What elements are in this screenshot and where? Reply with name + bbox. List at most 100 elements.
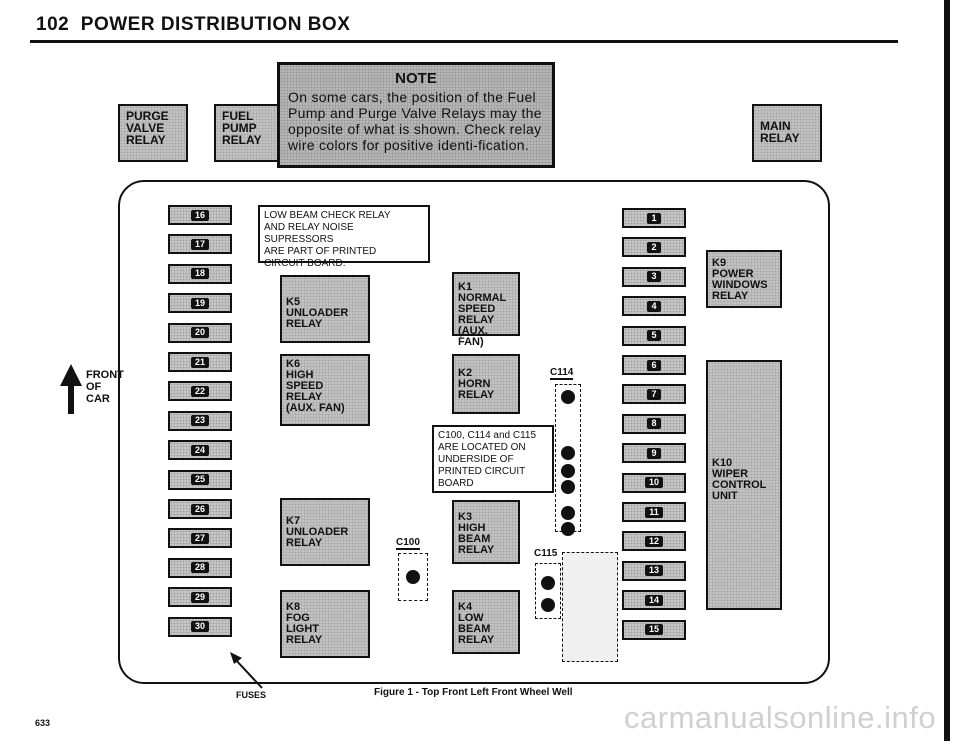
fuse-number: 25 <box>190 474 209 486</box>
figure-caption: Figure 1 - Top Front Left Front Wheel We… <box>374 687 573 698</box>
fuse-number: 29 <box>190 591 209 603</box>
right-fuse: 8 <box>622 413 686 434</box>
fuse-number: 20 <box>190 327 209 339</box>
relay-k4-label: K4 LOW BEAM RELAY <box>458 601 495 646</box>
low-beam-note: LOW BEAM CHECK RELAY AND RELAY NOISE SUP… <box>258 205 430 269</box>
page-number: 102 <box>36 14 70 35</box>
right-fuse: 6 <box>622 355 686 375</box>
relay-k9-label: K9 POWER WINDOWS RELAY <box>712 257 768 302</box>
left-fuse: 27 <box>168 528 232 549</box>
left-fuse: 30 <box>168 616 232 637</box>
c100-label: C100 <box>396 537 420 550</box>
fuse-number: 8 <box>647 418 661 430</box>
page-title: POWER DISTRIBUTION BOX <box>80 14 351 35</box>
fuse-number: 11 <box>645 506 663 518</box>
c114-pin-5 <box>561 506 575 520</box>
front-of-car-arrow-icon <box>60 364 82 414</box>
relay-k5-label: K5 UNLOADER RELAY <box>286 296 349 330</box>
fuse-number: 6 <box>647 359 661 371</box>
right-fuse: 3 <box>622 266 686 287</box>
left-fuse: 28 <box>168 557 232 578</box>
fuses-label: FUSES <box>236 690 267 700</box>
c114-pin-3 <box>561 464 575 478</box>
fuse-number: 24 <box>190 444 209 456</box>
fuel-pump-relay: FUEL PUMP RELAY <box>214 104 284 162</box>
relay-k1: K1 NORMAL SPEED RELAY (AUX. FAN) <box>452 272 520 348</box>
watermark: carmanualsonline.info <box>624 700 937 735</box>
c114-label: C114 <box>550 367 574 380</box>
fuse-number: 27 <box>190 532 209 544</box>
fuse-number: 2 <box>647 241 661 253</box>
c100-pin <box>406 570 420 584</box>
note-title: NOTE <box>395 70 437 87</box>
right-fuse: 11 <box>622 502 686 522</box>
fuse-number: 22 <box>190 385 209 397</box>
page-footer-number: 633 <box>35 718 51 728</box>
relay-k1-label: K1 NORMAL SPEED RELAY (AUX. FAN) <box>458 281 507 348</box>
relay-k9: K9 POWER WINDOWS RELAY <box>706 250 782 308</box>
relay-k7: K7 UNLOADER RELAY <box>280 498 370 566</box>
right-fuse: 14 <box>622 590 686 611</box>
relay-k5: K5 UNLOADER RELAY <box>280 275 370 343</box>
left-fuse: 26 <box>168 499 232 519</box>
fuel-pump-relay-label: FUEL PUMP RELAY <box>222 109 262 147</box>
fuse-number: 26 <box>190 503 209 515</box>
connector-note: C100, C114 and C115 ARE LOCATED ON UNDER… <box>432 425 554 493</box>
left-fuse: 22 <box>168 381 232 402</box>
page-edge-bar <box>944 0 950 741</box>
right-fuse: 15 <box>622 619 686 640</box>
fuse-number: 15 <box>644 624 663 636</box>
c115-housing <box>562 552 618 662</box>
left-fuse: 16 <box>168 205 232 225</box>
right-fuse: 10 <box>622 472 686 493</box>
left-fuse: 19 <box>168 293 232 314</box>
c115-connector <box>535 563 561 619</box>
right-fuse: 4 <box>622 296 686 317</box>
main-relay: MAIN RELAY <box>752 104 822 162</box>
power-distribution-box-outline <box>118 180 830 684</box>
relay-k6-label: K6 HIGH SPEED RELAY (AUX. FAN) <box>286 358 345 414</box>
left-fuse: 23 <box>168 410 232 431</box>
purge-valve-relay-label: PURGE VALVE RELAY <box>126 109 169 147</box>
relay-k4: K4 LOW BEAM RELAY <box>452 590 520 654</box>
note-box: NOTE On some cars, the position of the F… <box>277 62 555 168</box>
relay-k7-label: K7 UNLOADER RELAY <box>286 515 349 549</box>
c114-pin-4 <box>561 480 575 494</box>
left-fuse: 20 <box>168 322 232 343</box>
fuses-pointer-arrow-icon <box>230 652 263 689</box>
fuse-number: 28 <box>190 562 209 574</box>
relay-k8: K8 FOG LIGHT RELAY <box>280 590 370 658</box>
right-fuse: 13 <box>622 560 686 581</box>
relay-k6: K6 HIGH SPEED RELAY (AUX. FAN) <box>280 354 370 426</box>
left-fuse: 17 <box>168 234 232 255</box>
fuse-number: 17 <box>190 238 209 250</box>
right-fuse: 12 <box>622 531 686 552</box>
left-fuse: 18 <box>168 263 232 284</box>
fuse-number: 18 <box>190 268 209 280</box>
c115-pin-2 <box>541 598 555 612</box>
front-of-car-label: FRONT OF CAR <box>86 369 124 405</box>
left-fuse: 29 <box>168 587 232 608</box>
c115-pin-1 <box>541 576 555 590</box>
relay-k2-label: K2 HORN RELAY <box>458 367 495 401</box>
fuse-number: 7 <box>647 388 661 400</box>
right-fuse: 1 <box>622 208 686 228</box>
right-fuse: 2 <box>622 237 686 258</box>
relay-k10: K10 WIPER CONTROL UNIT <box>706 360 782 610</box>
fuse-number: 1 <box>647 212 661 224</box>
note-body: On some cars, the position of the Fuel P… <box>288 89 542 153</box>
c114-pin-6 <box>561 522 575 536</box>
fuse-number: 5 <box>647 330 661 342</box>
relay-k10-label: K10 WIPER CONTROL UNIT <box>712 457 767 502</box>
right-fuse: 5 <box>622 325 686 346</box>
c114-pin-1 <box>561 390 575 404</box>
fuse-number: 23 <box>190 415 209 427</box>
fuse-number: 3 <box>647 271 661 283</box>
c100-connector <box>398 553 428 601</box>
left-fuse: 25 <box>168 469 232 490</box>
relay-k3: K3 HIGH BEAM RELAY <box>452 500 520 564</box>
main-relay-label: MAIN RELAY <box>760 119 800 145</box>
fuse-number: 10 <box>644 477 663 489</box>
left-fuse: 24 <box>168 440 232 461</box>
fuse-number: 16 <box>190 209 209 221</box>
